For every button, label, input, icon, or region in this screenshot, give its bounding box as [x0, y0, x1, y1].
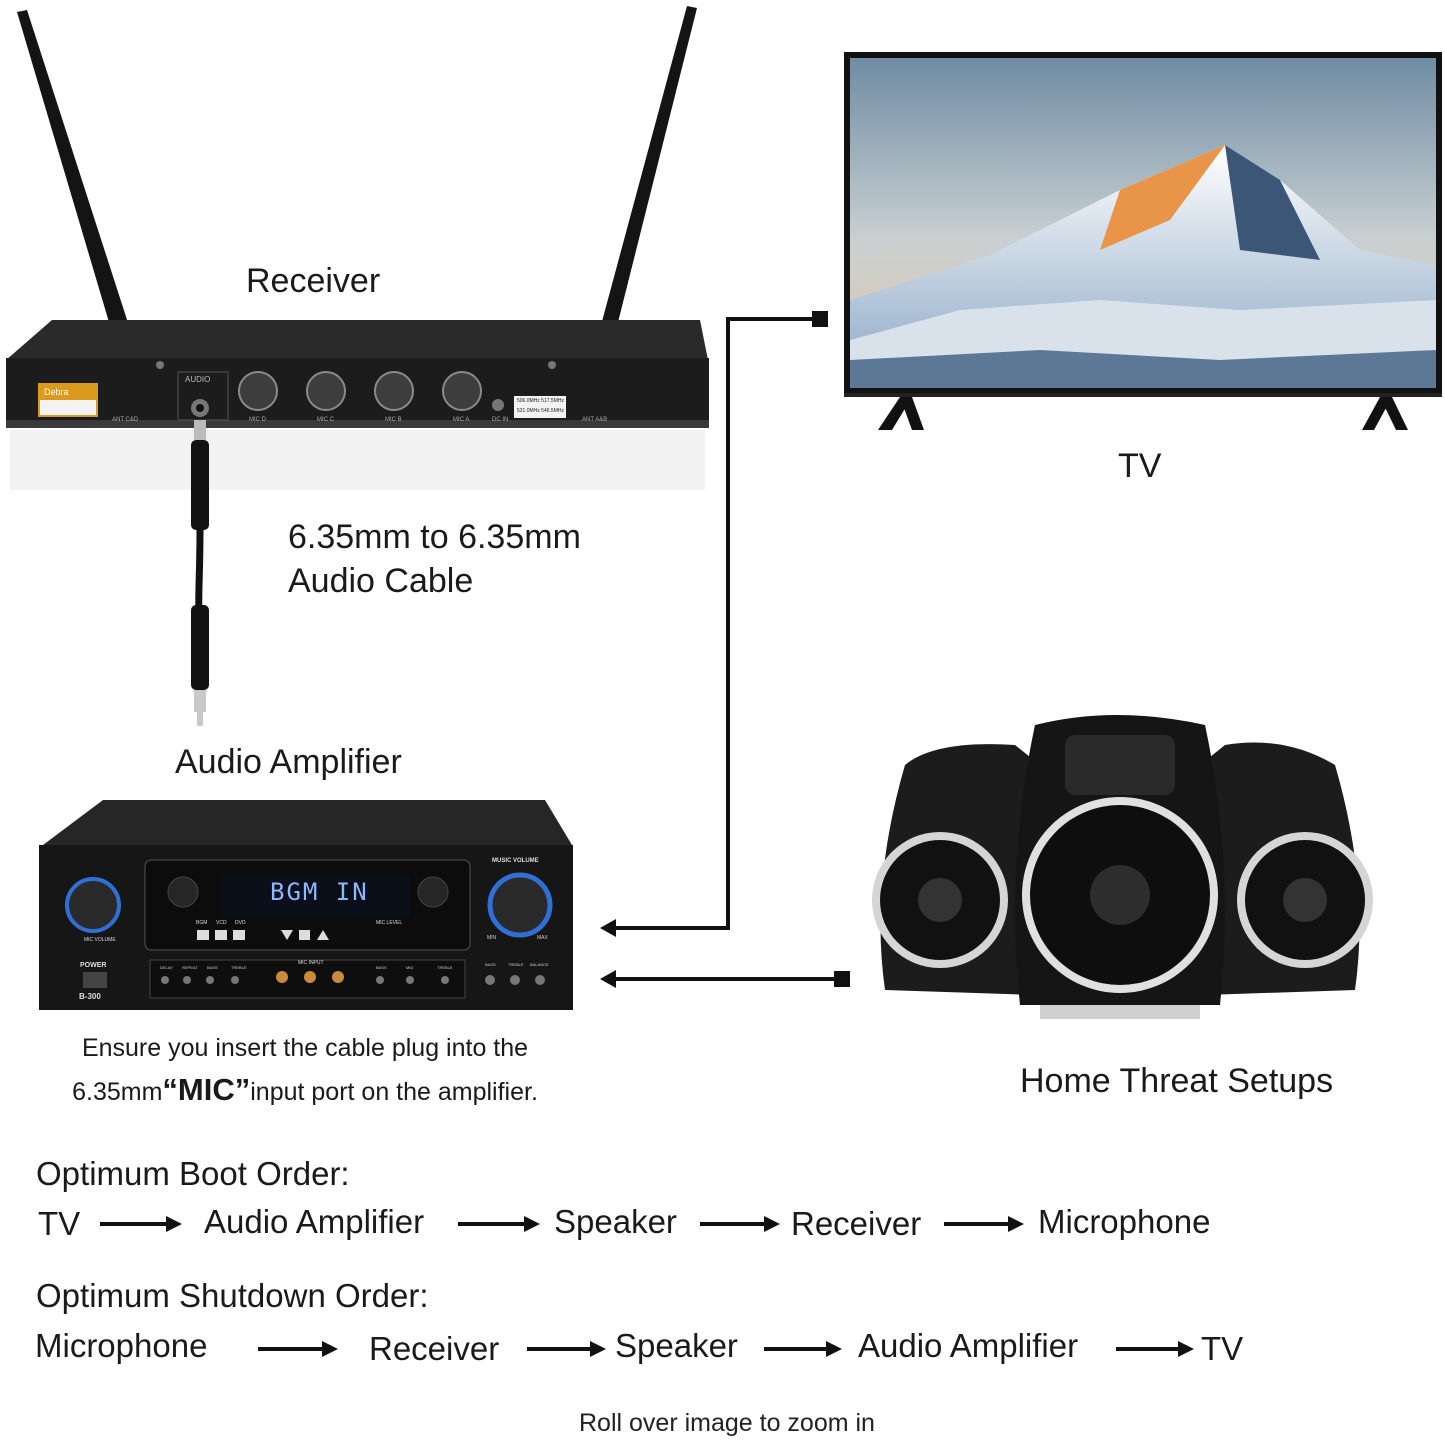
receiver-freq-2: 531.0MHz 546.5MHz — [517, 408, 564, 414]
note-line-2: 6.35mm“MIC”input port on the amplifier. — [10, 1069, 600, 1113]
amplifier-vcd-label: VCD — [216, 920, 227, 926]
mic-port-note: Ensure you insert the cable plug into th… — [10, 1027, 600, 1113]
audio-cable — [191, 420, 209, 726]
zoom-hint: Roll over image to zoom in — [579, 1409, 875, 1437]
shutdown-order-item: Microphone — [35, 1327, 208, 1364]
receiver-label: Receiver — [246, 262, 381, 300]
cable-label-line1: 6.35mm to 6.35mm — [288, 518, 581, 556]
amplifier-knob-label: MID — [406, 965, 414, 970]
speaker-to-amplifier-line — [600, 970, 850, 988]
amplifier-knob-label: BASS — [207, 965, 218, 970]
receiver-ant-right-label: ANT A&B — [582, 417, 608, 423]
receiver-port-label: MIC D — [249, 417, 266, 423]
amplifier-label: Audio Amplifier — [175, 743, 402, 781]
amplifier-dvd-label: DVD — [235, 920, 246, 926]
cable-label-line2: Audio Cable — [288, 562, 474, 600]
amplifier-min-label: MIN — [487, 935, 497, 941]
arrow-icon — [944, 1216, 1024, 1232]
connection-lines — [600, 311, 850, 988]
receiver-audio-label: AUDIO — [185, 375, 211, 384]
boot-order-item: Receiver — [791, 1205, 922, 1242]
speaker-center — [1015, 715, 1225, 1019]
amplifier-mic-level-label: MIC LEVEL — [376, 920, 403, 926]
amplifier-max-label: MAX — [537, 935, 548, 941]
arrow-icon — [100, 1216, 182, 1232]
amplifier-model: B-300 — [79, 992, 101, 1001]
note-mic-emphasis: “MIC” — [162, 1072, 251, 1107]
note-prefix: 6.35mm — [72, 1078, 163, 1106]
amplifier-knob-label: REPEAT — [182, 965, 198, 970]
amplifier-knob-label: TREBLE — [231, 965, 247, 970]
amplifier-music-volume-label: MUSIC VOLUME — [492, 858, 539, 864]
boot-order-item: TV — [38, 1205, 81, 1242]
amplifier-bgm-label: BGM — [196, 920, 208, 926]
amplifier-knob-label: BALANCE — [530, 962, 549, 967]
music-volume-knob — [487, 872, 553, 938]
note-line-1: Ensure you insert the cable plug into th… — [81, 1034, 529, 1062]
speaker-right — [1200, 742, 1373, 995]
receiver-brand: Debra — [44, 387, 69, 397]
shutdown-order-title: Optimum Shutdown Order: — [36, 1277, 429, 1314]
amplifier-mic-input-label: MIC INPUT — [298, 960, 324, 966]
shutdown-order-item: Receiver — [369, 1330, 500, 1367]
speaker-left — [872, 744, 1040, 995]
receiver-port-label: MIC C — [317, 417, 334, 423]
boot-order-arrows — [100, 1216, 1024, 1232]
shutdown-order-item: Audio Amplifier — [858, 1327, 1079, 1364]
shutdown-order-item: TV — [1201, 1330, 1244, 1367]
boot-order-item: Speaker — [554, 1203, 677, 1240]
mic-volume-knob — [65, 877, 121, 933]
receiver-port-label: MIC A — [453, 417, 470, 423]
amplifier-display: BGM IN — [270, 878, 369, 906]
arrow-icon — [458, 1216, 540, 1232]
boot-order-title: Optimum Boot Order: — [36, 1155, 350, 1192]
boot-order-item: Audio Amplifier — [204, 1203, 425, 1240]
amplifier-knob-label: BASS — [376, 965, 387, 970]
speakers-label: Home Threat Setups — [1020, 1062, 1334, 1100]
amplifier-knob-label: TREBLE — [437, 965, 453, 970]
arrow-icon — [764, 1341, 842, 1357]
shutdown-order-arrows — [258, 1341, 1194, 1357]
speakers-device — [872, 715, 1373, 1019]
amplifier-mic-volume-label: MIC VOLUME — [84, 937, 116, 943]
tv-to-amplifier-line — [600, 311, 828, 937]
amplifier-knob-label: TREBLE — [508, 962, 524, 967]
receiver-freq-1: 506.0MHz 517.5MHz — [517, 398, 564, 404]
receiver-ant-left-label: ANT C&D — [112, 417, 139, 423]
tv-label: TV — [1118, 447, 1162, 485]
arrow-icon — [700, 1216, 780, 1232]
amplifier-device — [39, 800, 573, 1010]
receiver-device — [6, 6, 709, 726]
tv-device — [844, 52, 1442, 430]
receiver-port-label: MIC B — [385, 417, 402, 423]
arrow-icon — [258, 1341, 338, 1357]
amplifier-knob-label: BASS — [485, 962, 496, 967]
amplifier-knob-label: DELAY — [160, 965, 173, 970]
arrow-icon — [527, 1341, 606, 1357]
shutdown-order-item: Speaker — [615, 1327, 738, 1364]
receiver-dc-label: DC IN — [492, 417, 509, 423]
amplifier-power-label: POWER — [80, 962, 107, 969]
note-suffix: input port on the amplifier. — [250, 1078, 538, 1106]
boot-order-item: Microphone — [1038, 1203, 1211, 1240]
arrow-icon — [1116, 1341, 1194, 1357]
